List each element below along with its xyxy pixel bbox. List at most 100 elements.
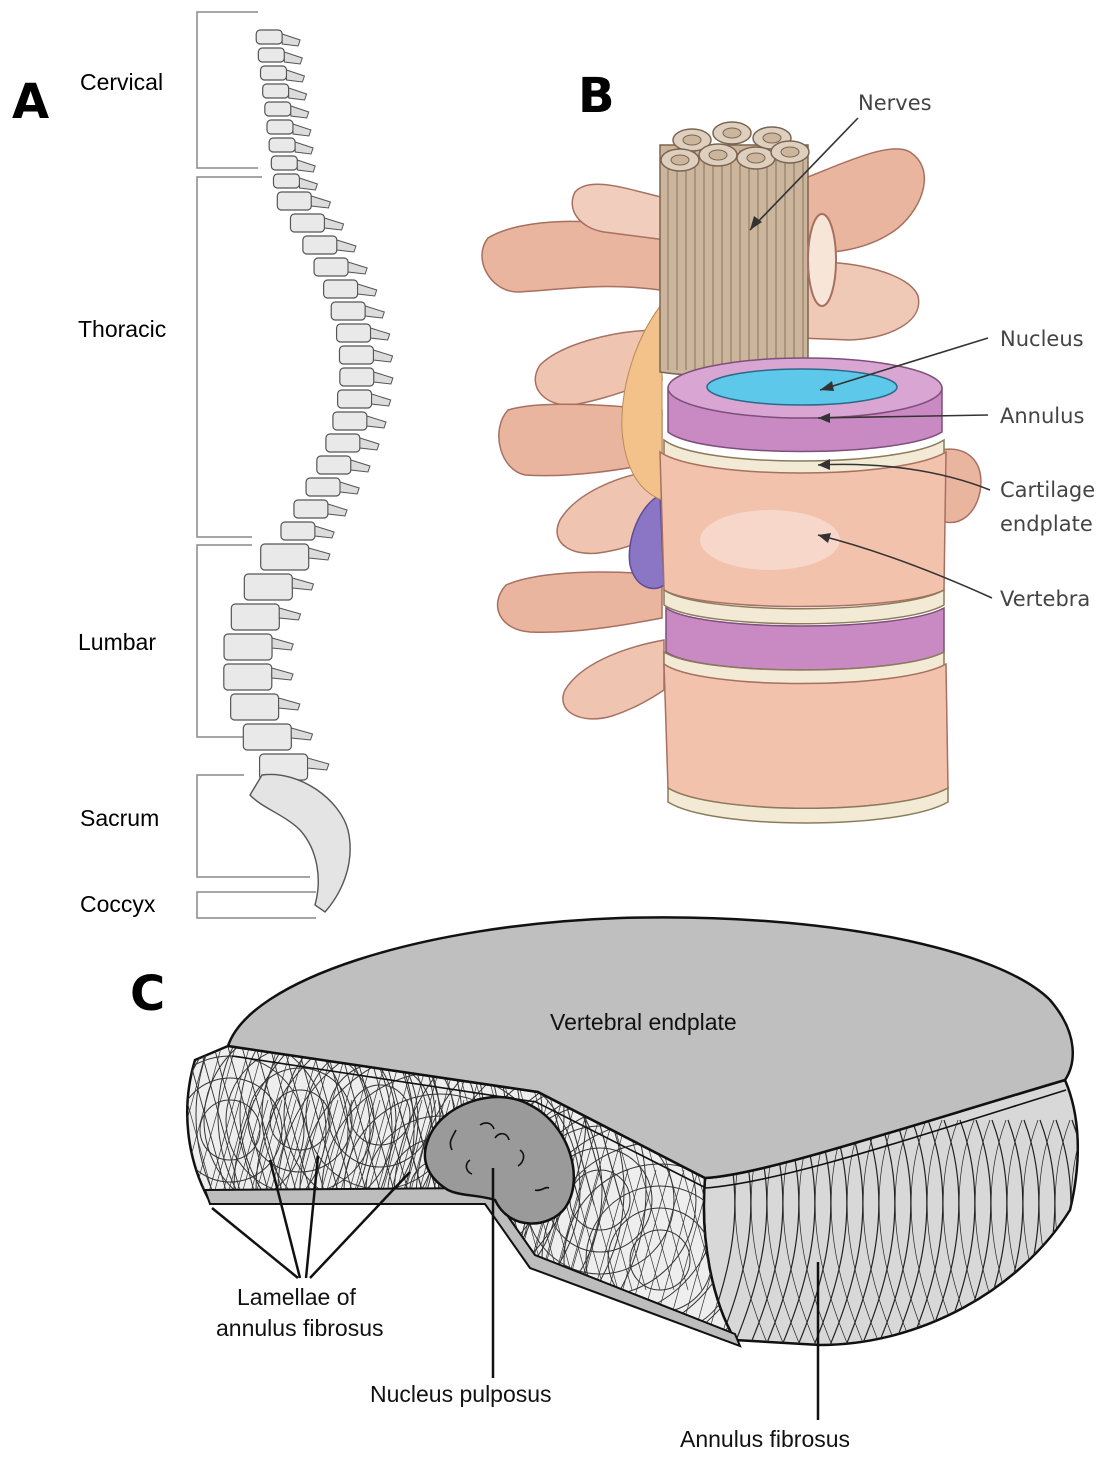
lamella-fiber xyxy=(44,1040,94,1220)
spinous-process-shape xyxy=(272,638,293,650)
vertebra-shape xyxy=(290,214,324,232)
nerve-bundle-body xyxy=(660,145,808,376)
label-cartilage-line1: Cartilage xyxy=(1000,478,1095,502)
spinous-process-shape xyxy=(340,482,359,494)
vertebra-shape xyxy=(224,664,272,690)
spinous-process-shape xyxy=(297,160,315,172)
spinous-process-shape xyxy=(292,578,313,590)
nerve-bundle xyxy=(660,122,809,376)
panel-c-letter: C xyxy=(130,966,165,1022)
spinous-process-shape xyxy=(279,608,300,620)
label-annulus: Annulus xyxy=(1000,404,1084,428)
thoracic-bracket xyxy=(197,177,262,537)
lamella-fiber xyxy=(64,1030,114,1210)
label-lamellae-line2: annulus fibrosus xyxy=(216,1315,384,1341)
coccyx-bracket xyxy=(197,892,316,918)
spinous-process-shape xyxy=(351,460,370,472)
spinous-process-shape xyxy=(289,88,307,100)
spinous-process-shape xyxy=(374,372,393,384)
vertebral-body-highlight xyxy=(700,510,840,570)
spinous-process-shape xyxy=(328,504,347,516)
spinous-process-shape xyxy=(308,758,329,770)
spinous-process-shape xyxy=(284,52,302,64)
panel-b: B xyxy=(482,68,1095,823)
vertebra-shape xyxy=(263,84,289,98)
lamella-fiber xyxy=(86,1040,136,1220)
spinal-column-illustration xyxy=(224,30,393,912)
lamella-fiber xyxy=(134,1030,184,1210)
nerve-end-core xyxy=(709,150,727,160)
lower-vertebral-body xyxy=(664,664,948,808)
rim-fiber xyxy=(1087,1120,1116,1350)
spinous-process-shape xyxy=(348,262,367,274)
nerve-end-core xyxy=(671,155,689,165)
vertebra-shape xyxy=(314,258,348,276)
panel-b-letter: B xyxy=(578,68,615,124)
spinous-process-shape xyxy=(324,218,343,230)
vertebra-shape xyxy=(324,280,358,298)
spinous-process-shape xyxy=(360,438,379,450)
vertebra-shape xyxy=(277,192,311,210)
region-label-coccyx: Coccyx xyxy=(80,891,156,917)
vertebra-shape xyxy=(256,30,282,44)
vertebra-shape xyxy=(303,236,337,254)
nerve-end-core xyxy=(763,133,781,143)
lamella-fiber xyxy=(106,1030,156,1210)
pedicle-oval xyxy=(808,214,836,306)
lamella-fiber xyxy=(58,1040,108,1220)
region-label-thoracic: Thoracic xyxy=(78,316,166,342)
vertebra-shape xyxy=(271,156,297,170)
vertebra-shape xyxy=(243,724,291,750)
lamella-fiber xyxy=(30,1040,80,1220)
vertebra-shape xyxy=(281,522,315,540)
spinous-process-shape xyxy=(365,306,384,318)
lamella-fiber xyxy=(50,1030,100,1210)
label-annulus-fibrosus: Annulus fibrosus xyxy=(680,1426,850,1452)
lamella-fiber xyxy=(100,1040,150,1220)
nerve-end-core xyxy=(747,153,765,163)
vertebra-shape xyxy=(317,456,351,474)
vertebra-shape xyxy=(261,66,287,80)
vertebra-shape xyxy=(339,346,373,364)
vertebra-shape xyxy=(337,324,371,342)
spinous-process-shape xyxy=(309,548,330,560)
label-nucleus-pulposus: Nucleus pulposus xyxy=(370,1381,552,1407)
vertebra-shape xyxy=(340,368,374,386)
spinous-process-shape xyxy=(282,34,300,46)
spinous-process-shape xyxy=(291,728,312,740)
lamella-fiber xyxy=(114,1040,164,1220)
lamella-fiber xyxy=(78,1030,128,1210)
spinous-process-shape xyxy=(295,142,313,154)
spinous-process-shape xyxy=(371,328,390,340)
region-label-cervical: Cervical xyxy=(80,69,163,95)
vertebra-shape xyxy=(326,434,360,452)
vertebra-shape xyxy=(273,174,299,188)
label-vertebra: Vertebra xyxy=(1000,587,1090,611)
vertebral-segment-illustration xyxy=(482,122,981,823)
nerve-end-core xyxy=(683,135,701,145)
region-label-sacrum: Sacrum xyxy=(80,805,159,831)
vertebra-shape xyxy=(231,604,279,630)
spinous-process-shape xyxy=(287,70,305,82)
upper-intervertebral-disc xyxy=(668,358,942,452)
spinous-process-shape xyxy=(272,668,293,680)
vertebra-shape xyxy=(267,120,293,134)
vertebra-shape xyxy=(244,574,292,600)
label-nucleus: Nucleus xyxy=(1000,327,1084,351)
spinous-process-shape xyxy=(315,526,334,538)
vertebra-shape xyxy=(231,694,279,720)
rim-fiber xyxy=(1071,1120,1106,1350)
spinous-process-shape xyxy=(311,196,330,208)
spinous-process-shape xyxy=(291,106,309,118)
vertebra-shape xyxy=(261,544,309,570)
spinous-process-shape xyxy=(367,416,386,428)
panel-c: C xyxy=(24,909,1116,1457)
lamella-fiber xyxy=(120,1030,170,1210)
spinous-process-shape xyxy=(358,284,377,296)
spinous-process-shape xyxy=(299,178,317,190)
label-lamellae-line1: Lamellae of xyxy=(237,1284,357,1310)
vertebra-shape xyxy=(258,48,284,62)
label-cartilage-line2: endplate xyxy=(1000,512,1093,536)
vertebra-shape xyxy=(333,412,367,430)
